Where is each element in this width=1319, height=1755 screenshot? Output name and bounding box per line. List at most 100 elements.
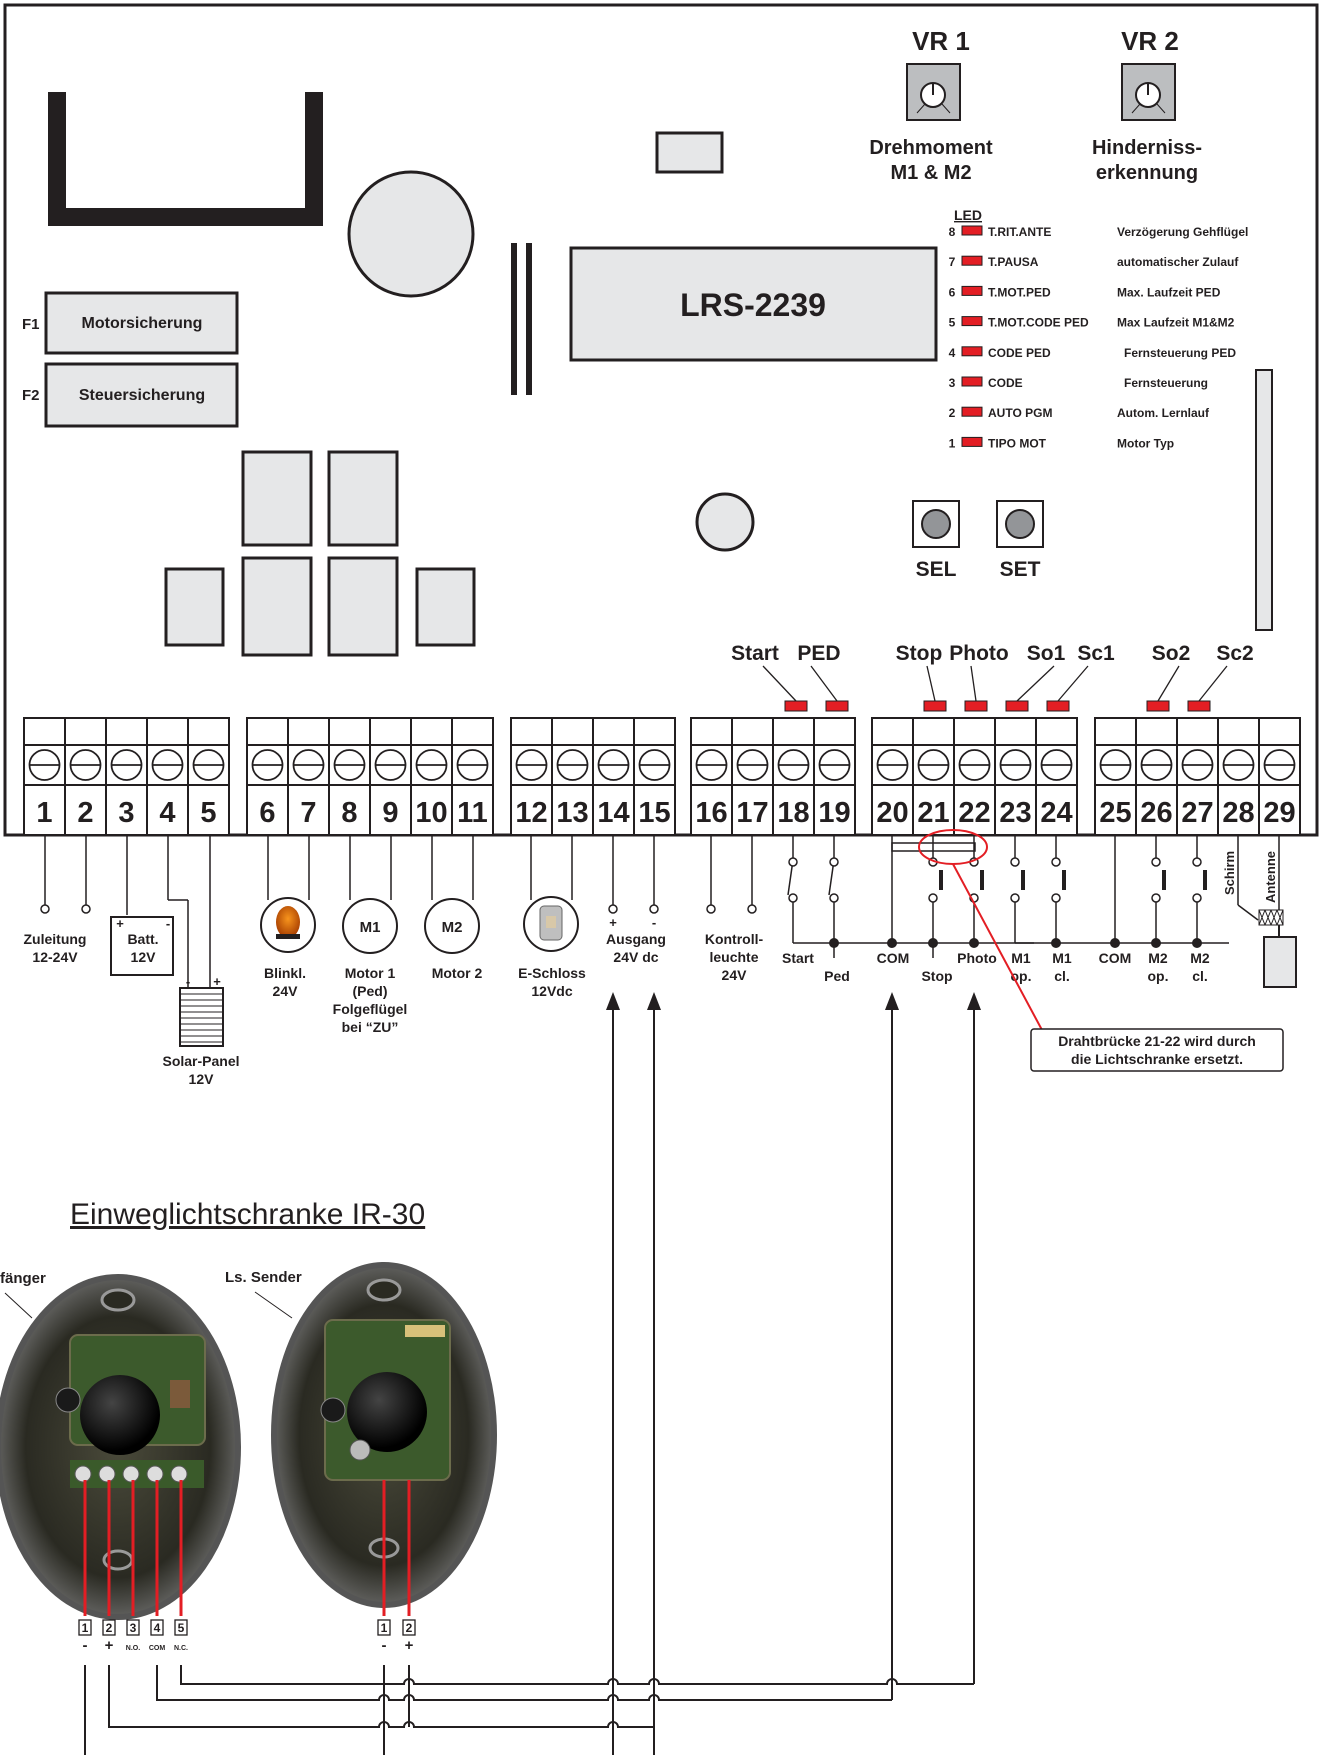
motor2-label: Motor 2 — [432, 965, 483, 981]
sel-label: SEL — [916, 558, 957, 581]
com2-label: COM — [1099, 950, 1132, 966]
terminal-number: 7 — [300, 797, 316, 829]
vr2-label-1: Hinderniss- — [1092, 137, 1202, 159]
receiver-terminal-num: 5 — [178, 1621, 185, 1635]
terminal-number: 10 — [415, 797, 447, 829]
sender-terminal-num: 1 — [381, 1621, 388, 1635]
status-led-label: So1 — [1027, 642, 1066, 665]
led-desc: Autom. Lernlauf — [1117, 406, 1210, 420]
led-code: T.PAUSA — [988, 255, 1039, 269]
fuse-f1-label: Motorsicherung — [82, 315, 203, 332]
led-num: 5 — [949, 316, 956, 330]
led-num: 6 — [949, 285, 956, 299]
led-desc: automatischer Zulauf — [1117, 255, 1239, 269]
below-board-labels: Zuleitung 12-24V + - Batt. 12V - + Solar… — [24, 851, 1279, 1087]
terminal-number: 17 — [736, 797, 768, 829]
led-num: 8 — [949, 225, 956, 239]
m2cl-label-1: M2 — [1190, 950, 1210, 966]
m2op-label-2: op. — [1148, 968, 1169, 984]
sender-device-image — [271, 1262, 497, 1608]
sender-terminal-box — [377, 1619, 391, 1636]
sender-label: Ls. Sender — [225, 1269, 302, 1286]
terminal-number: 16 — [695, 797, 727, 829]
terminal-number: 23 — [999, 797, 1031, 829]
ausgang-minus: - — [652, 915, 656, 930]
relay-blocks — [164, 450, 476, 657]
set-button[interactable] — [996, 500, 1044, 548]
terminal-number: 15 — [638, 797, 670, 829]
external-wiring — [44, 835, 1280, 990]
led-indicator — [961, 346, 983, 357]
terminal-number: 5 — [200, 797, 216, 829]
led-desc: Fernsteuerung — [1124, 376, 1208, 390]
led-indicator — [961, 376, 983, 387]
m2cl-label-2: cl. — [1192, 968, 1208, 984]
terminal-number: 26 — [1140, 797, 1172, 829]
zuleitung-label-1: Zuleitung — [24, 931, 87, 947]
sel-button[interactable] — [912, 500, 960, 548]
receiver-device-image — [0, 1274, 241, 1620]
capacitor-circle — [347, 170, 475, 298]
terminal-number: 12 — [515, 797, 547, 829]
status-led-leader — [1016, 665, 1055, 702]
contact-dots — [40, 857, 1202, 914]
start-label: Start — [782, 950, 814, 966]
antenna-cable-icon — [1258, 909, 1297, 988]
led-desc: Motor Typ — [1117, 436, 1174, 450]
led-desc: Verzögerung Gehflügel — [1117, 225, 1248, 239]
set-label: SET — [1000, 558, 1041, 581]
zuleitung-label-2: 12-24V — [32, 949, 78, 965]
terminal-number: 24 — [1040, 797, 1072, 829]
status-led-leader — [810, 665, 838, 702]
terminal-number: 8 — [341, 797, 357, 829]
ausgang-label-2: 24V dc — [613, 949, 658, 965]
buzzer-circle — [695, 492, 755, 552]
led-code: CODE — [988, 376, 1023, 390]
led-indicator — [961, 406, 983, 417]
receiver-terminal-sub: N.O. — [126, 1645, 140, 1652]
status-led — [1005, 700, 1029, 712]
electric-lock-icon — [523, 896, 579, 952]
led-num: 3 — [949, 376, 956, 390]
sensor-red-wires — [83, 1480, 411, 1616]
status-led — [825, 700, 849, 712]
status-led-leader — [1198, 665, 1228, 702]
terminal-number: 3 — [118, 797, 134, 829]
arrow-heads — [606, 992, 981, 1010]
terminal-number: 22 — [958, 797, 990, 829]
status-led — [1187, 700, 1211, 712]
vr2-label-2: erkennung — [1096, 162, 1198, 184]
led-desc: Fernsteuerung PED — [1124, 346, 1236, 360]
battery-icon — [110, 916, 174, 976]
solar-label-1: Solar-Panel — [162, 1053, 239, 1069]
m1cl-label-2: cl. — [1054, 968, 1070, 984]
solar-label-2: 12V — [189, 1071, 215, 1087]
receiver-terminal-sub: COM — [149, 1645, 166, 1652]
sender-terminal-box — [402, 1619, 416, 1636]
led-indicator — [961, 436, 983, 447]
bar-right — [526, 243, 532, 395]
receiver-terminal-num: 4 — [154, 1621, 161, 1635]
vr1-potentiometer-icon — [906, 63, 961, 121]
battery-label-1: Batt. — [127, 931, 158, 947]
led-num: 1 — [949, 436, 956, 450]
status-led — [1046, 700, 1070, 712]
sensor-bus-lines — [84, 1665, 974, 1755]
terminal-number: 25 — [1099, 797, 1131, 829]
terminal-number: 29 — [1263, 797, 1295, 829]
status-led-leader — [762, 665, 797, 702]
sensor-wiring — [612, 1000, 975, 1755]
led-code: T.MOT.PED — [988, 285, 1051, 299]
component-rect-small — [655, 131, 724, 174]
led-indicator — [961, 285, 983, 296]
motor2-icon-label: M2 — [442, 919, 463, 936]
schirm-label: Schirm — [1222, 851, 1237, 895]
status-led-label: PED — [797, 642, 840, 665]
led-code: CODE PED — [988, 346, 1051, 360]
status-led — [1146, 700, 1170, 712]
receiver-terminal-num: 1 — [82, 1621, 89, 1635]
